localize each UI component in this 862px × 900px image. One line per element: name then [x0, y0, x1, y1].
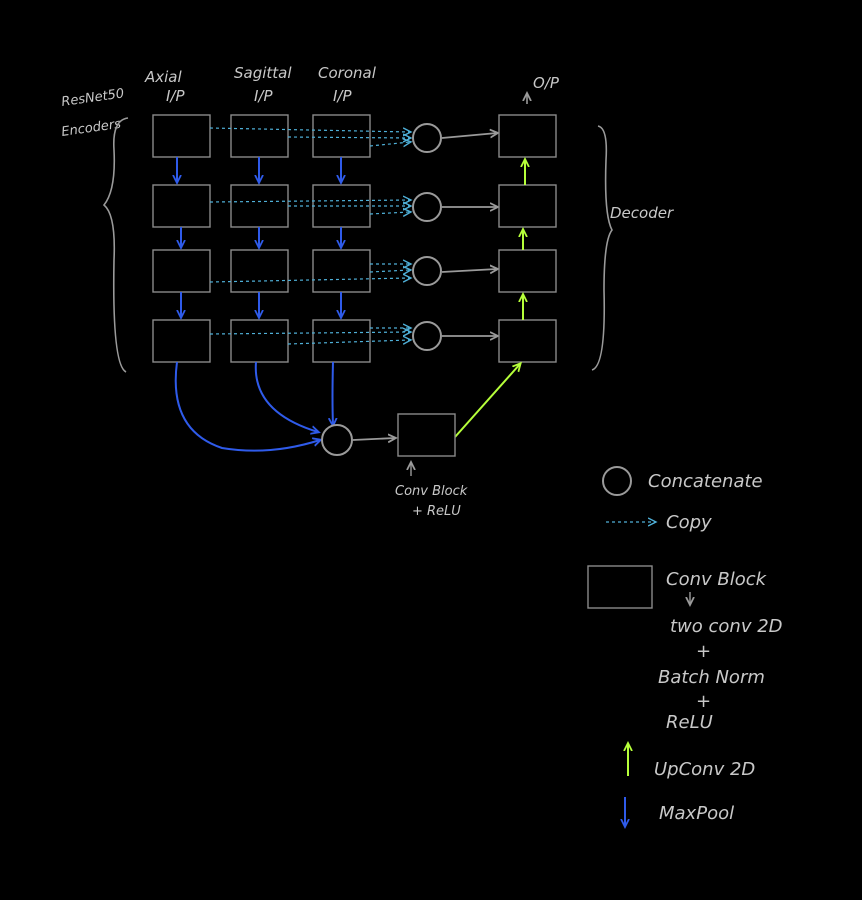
legend-upconv-label: UpConv 2D	[654, 759, 755, 780]
copy-arrow	[287, 137, 410, 138]
decoder-block-3	[498, 249, 557, 293]
axial-encoder-block-4	[152, 319, 211, 363]
copy-connections	[209, 128, 410, 344]
legend-concatenate-label: Concatenate	[648, 471, 763, 492]
concat-to-decoder-arrows	[441, 133, 497, 336]
decoder-block-4	[498, 319, 557, 363]
legend-copy-label: Copy	[666, 512, 712, 533]
upconv-arrow	[454, 364, 520, 438]
legend-conv-block-icon	[587, 565, 653, 609]
bottleneck-concatenate-node	[321, 424, 353, 456]
upconv-arrows	[454, 160, 525, 438]
legend-concatenate-icon	[602, 466, 632, 496]
decoder-brace	[591, 125, 613, 371]
coronal-encoder-block-1	[312, 114, 371, 158]
bottleneck-maxpool-curves	[174, 361, 334, 452]
copy-arrow	[369, 270, 410, 272]
concatenate-node-3	[412, 256, 442, 286]
decoder-label: Decoder	[610, 204, 674, 222]
axial-label: Axial	[144, 68, 182, 86]
axial-encoder-block-2	[152, 184, 211, 228]
maxpool-arrows	[177, 157, 341, 317]
concatenate-node-2	[412, 192, 442, 222]
sagittal-encoder-block-2	[230, 184, 289, 228]
decoder-block-2	[498, 184, 557, 228]
legend-conv-line-4: +	[696, 691, 711, 712]
copy-arrow	[369, 142, 410, 146]
encoder-brace	[102, 117, 129, 373]
legend-conv-line-5: ReLU	[666, 712, 713, 733]
legend-conv-line-1: two conv 2D	[670, 616, 783, 637]
bottleneck-conv-block	[397, 413, 456, 457]
forward-arrow	[441, 133, 497, 139]
maxpool-arrow	[174, 361, 320, 452]
legend-conv-block-title: Conv Block	[666, 569, 768, 590]
bottleneck-label-line1: Conv Block	[395, 484, 468, 499]
coronal-io-label: I/P	[333, 87, 352, 105]
legend-conv-line-3: Batch Norm	[658, 667, 765, 688]
sagittal-encoder-block-4	[230, 319, 289, 363]
encoder-label-line2: Encoders	[60, 117, 122, 140]
coronal-encoder-block-3	[312, 249, 371, 293]
sagittal-encoder-block-1	[230, 114, 289, 158]
concatenate-node-1	[412, 123, 442, 153]
sagittal-io-label: I/P	[254, 87, 273, 105]
axial-io-label: I/P	[166, 87, 185, 105]
forward-arrow	[352, 438, 395, 440]
maxpool-arrow	[254, 361, 318, 432]
forward-arrow	[441, 269, 497, 272]
encoder-grid	[152, 114, 371, 363]
coronal-encoder-block-4	[312, 319, 371, 363]
decoder-stack	[498, 114, 557, 363]
copy-arrow	[369, 212, 410, 214]
axial-encoder-block-3	[152, 249, 211, 293]
legend: Concatenate Copy Conv Block two conv 2D …	[587, 466, 783, 826]
bottleneck-label-line2: + ReLU	[412, 504, 461, 519]
legend-maxpool-label: MaxPool	[659, 803, 734, 824]
sagittal-encoder-block-3	[230, 249, 289, 293]
legend-conv-line-2: +	[696, 641, 711, 662]
axial-encoder-block-1	[152, 114, 211, 158]
copy-arrow	[287, 340, 410, 344]
sagittal-label: Sagittal	[234, 64, 292, 82]
maxpool-arrow	[333, 361, 334, 425]
decoder-block-1	[498, 114, 557, 158]
concatenate-node-4	[412, 321, 442, 351]
coronal-label: Coronal	[318, 64, 377, 82]
output-label: O/P	[533, 74, 560, 92]
encoder-label-line1: ResNet50	[60, 86, 125, 110]
